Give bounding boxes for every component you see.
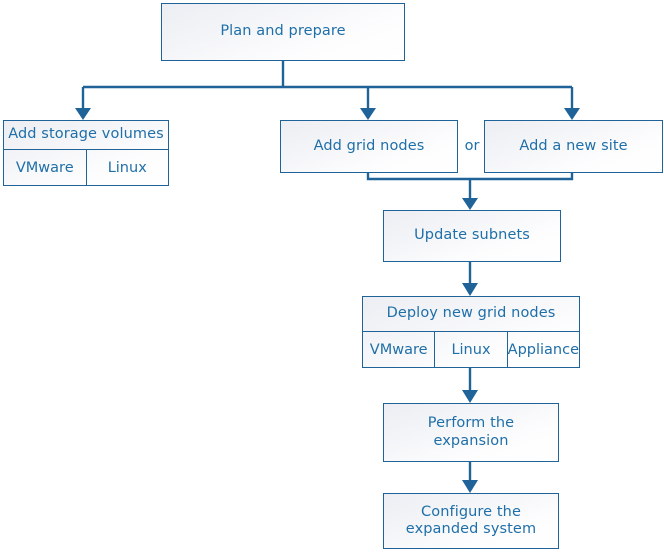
arrowhead-add-storage-volumes bbox=[75, 108, 91, 120]
arrowhead-deploy-new-grid-nodes bbox=[462, 283, 478, 296]
node-deploy-new-grid-nodes-label: Deploy new grid nodes bbox=[386, 305, 556, 322]
node-add-storage-volumes-label: Add storage volumes bbox=[8, 126, 164, 143]
option-vmware[interactable]: VMware bbox=[15, 159, 74, 176]
node-plan-and-prepare[interactable]: Plan and prepare bbox=[161, 3, 405, 61]
option-vmware[interactable]: VMware bbox=[369, 341, 428, 358]
node-update-subnets[interactable]: Update subnets bbox=[383, 210, 561, 262]
arrowhead-add-new-site bbox=[564, 108, 580, 120]
configure-line-1: Configure the bbox=[421, 503, 521, 520]
arrowhead-perform-expansion bbox=[462, 390, 478, 403]
node-add-a-new-site-label: Add a new site bbox=[519, 137, 628, 154]
configure-line-2: expanded system bbox=[405, 521, 537, 537]
connector-or-label: or bbox=[464, 138, 480, 154]
arrowhead-update-subnets bbox=[462, 198, 478, 210]
node-plan-and-prepare-label: Plan and prepare bbox=[220, 23, 346, 40]
node-add-storage-volumes-options: VMware Linux bbox=[4, 149, 168, 185]
arrowhead-configure-expanded-system bbox=[462, 480, 478, 493]
node-configure-the-expanded-system-label: Configure the expanded system bbox=[384, 494, 558, 548]
option-linux[interactable]: Linux bbox=[85, 150, 169, 185]
connector-merge-bus bbox=[366, 173, 574, 181]
node-update-subnets-label: Update subnets bbox=[414, 227, 530, 244]
node-add-a-new-site[interactable]: Add a new site bbox=[484, 120, 663, 173]
node-add-storage-volumes[interactable]: Add storage volumes VMware Linux bbox=[3, 120, 169, 186]
arrowhead-add-grid-nodes bbox=[360, 108, 376, 120]
node-configure-the-expanded-system[interactable]: Configure the expanded system bbox=[383, 493, 559, 549]
node-add-grid-nodes[interactable]: Add grid nodes bbox=[280, 120, 458, 173]
node-perform-the-expansion-label: Perform the expansion bbox=[427, 415, 515, 449]
node-add-grid-nodes-label: Add grid nodes bbox=[313, 137, 425, 154]
node-deploy-new-grid-nodes-options: VMware Linux Appliance bbox=[363, 331, 579, 367]
option-appliance[interactable]: Appliance bbox=[506, 332, 579, 367]
node-deploy-new-grid-nodes[interactable]: Deploy new grid nodes VMware Linux Appli… bbox=[362, 296, 580, 368]
node-perform-the-expansion[interactable]: Perform the expansion bbox=[383, 403, 559, 462]
option-linux[interactable]: Linux bbox=[434, 332, 506, 367]
